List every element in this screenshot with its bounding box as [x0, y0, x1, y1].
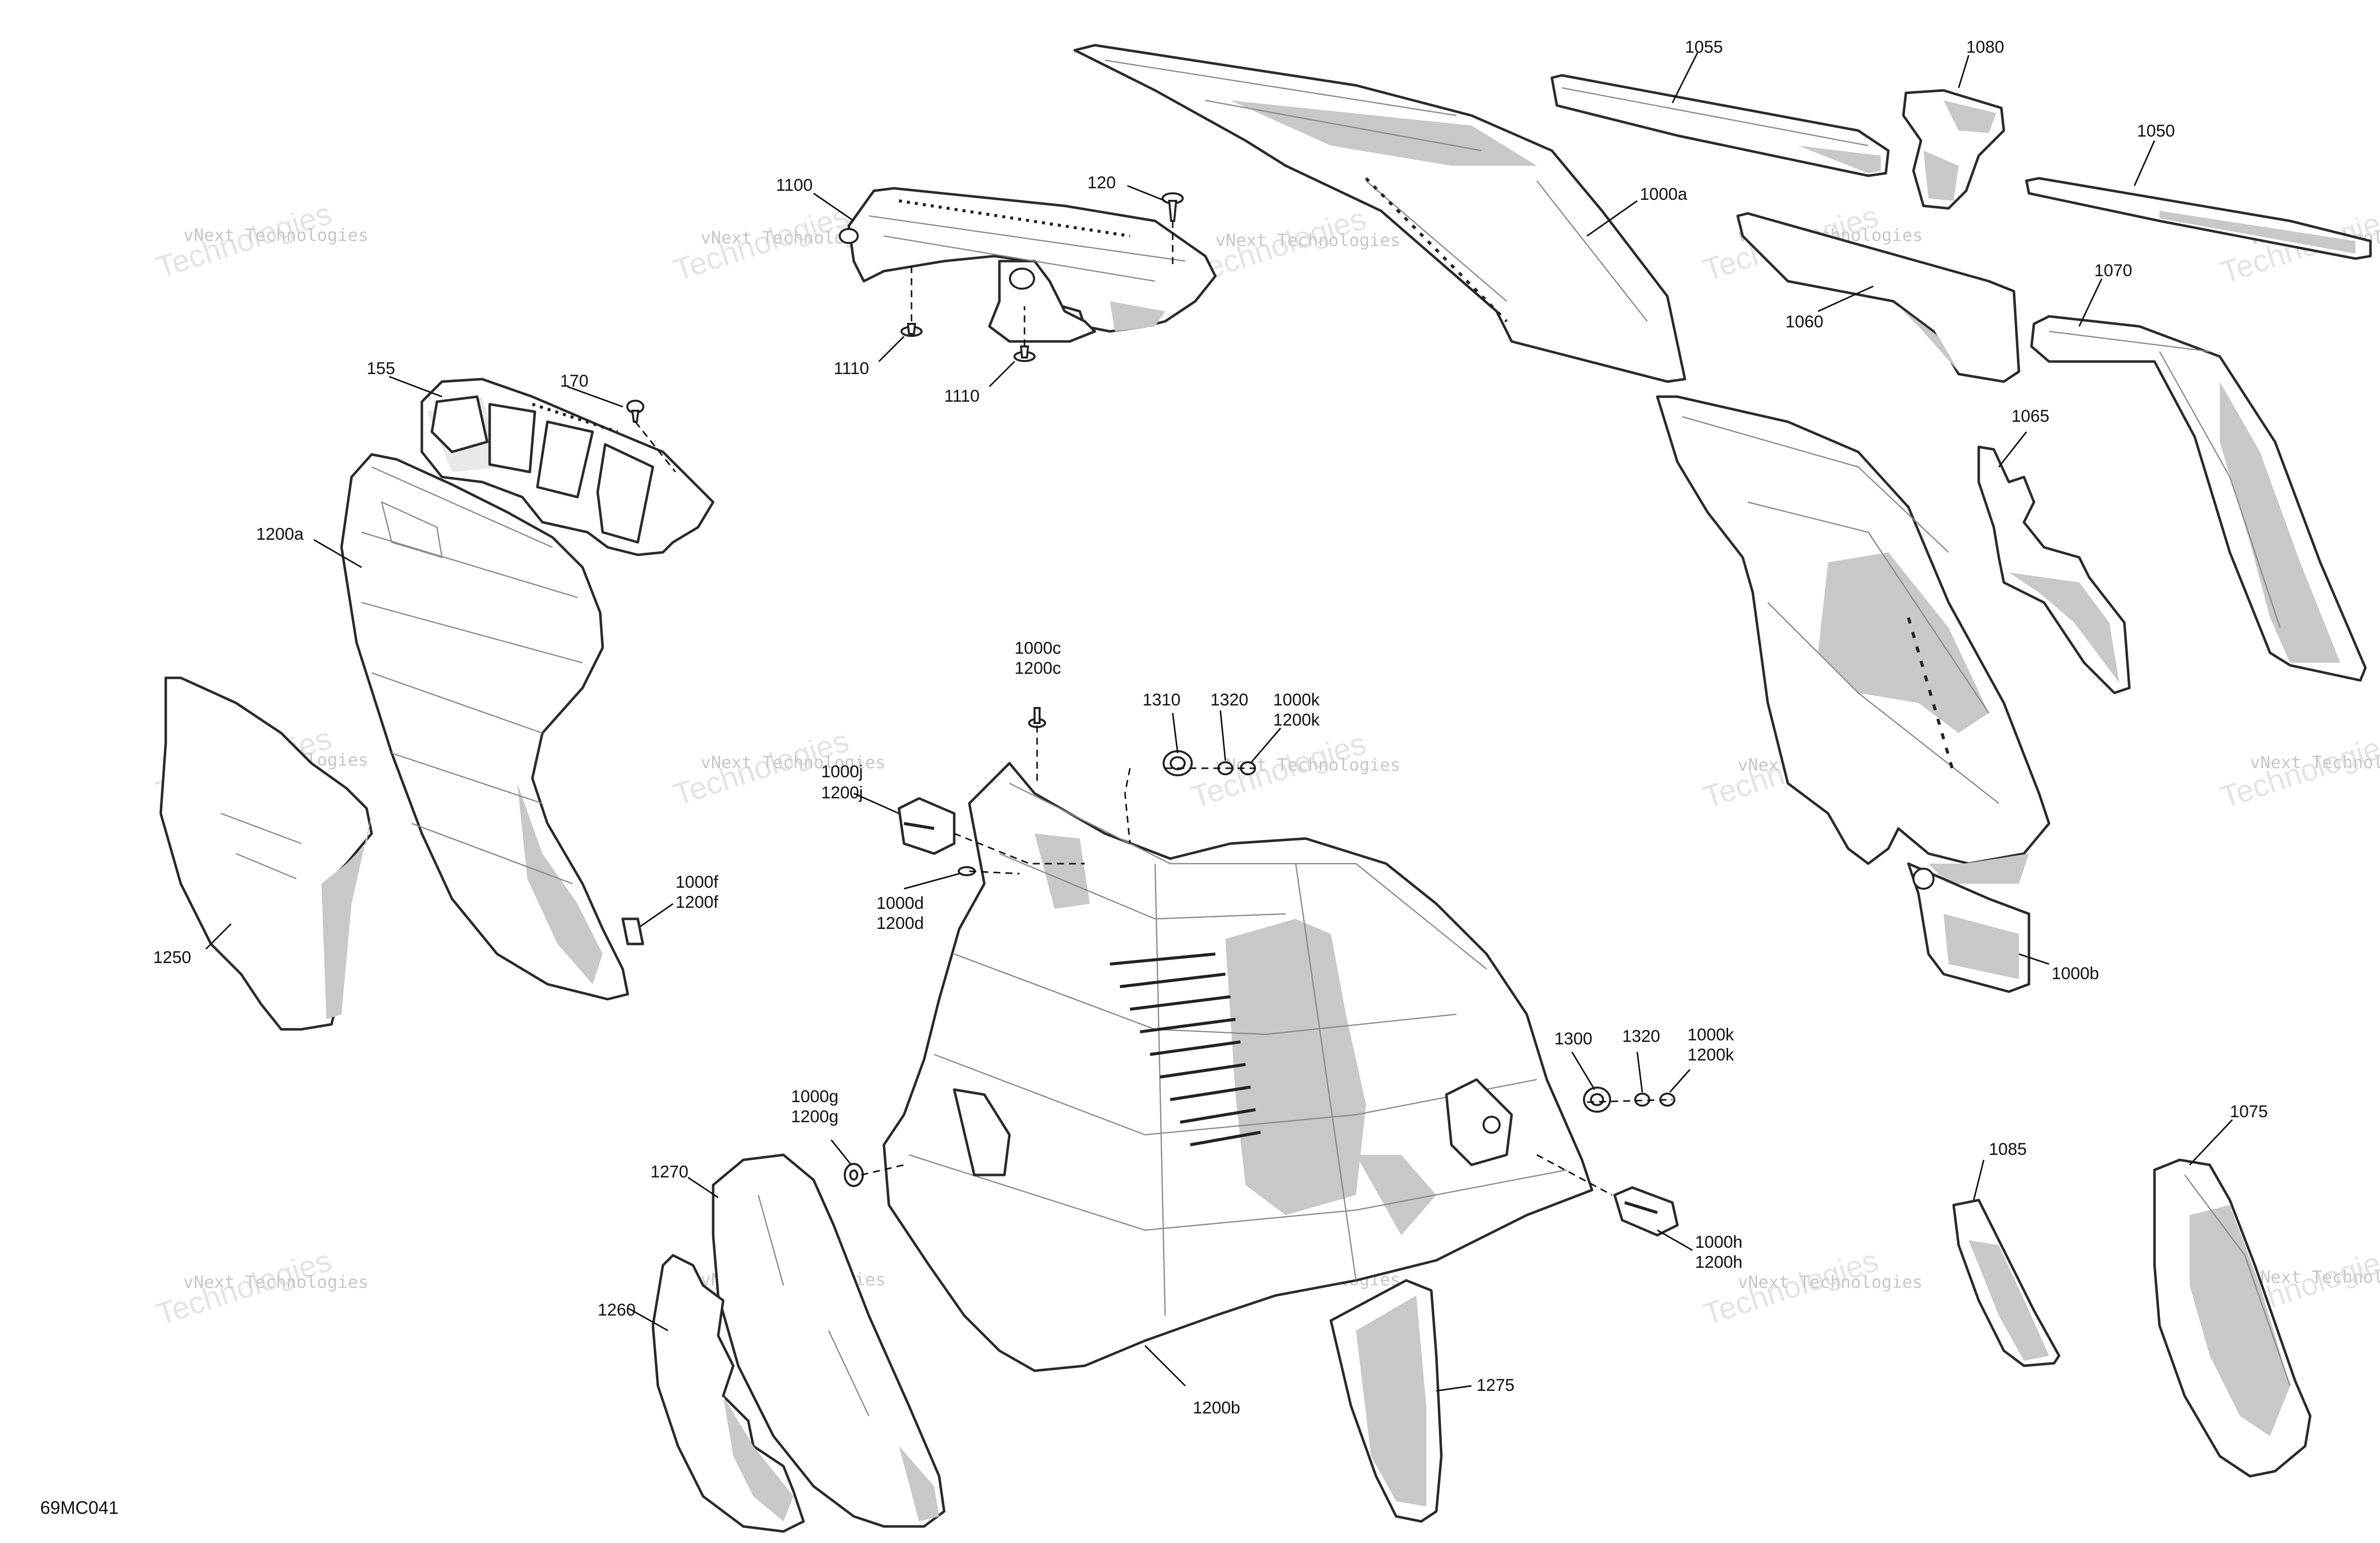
- watermark-text: vNext Technologies: [1215, 230, 1400, 251]
- callout-label: 155: [367, 359, 395, 378]
- part-1000a-upper-side-panel: [1073, 44, 1686, 383]
- leader-lines: [205, 52, 2233, 1392]
- part-1085-block: [1952, 1199, 2061, 1367]
- callout-label: 1200b: [1193, 1398, 1240, 1417]
- callout-label: 1055: [1685, 38, 1723, 57]
- part-1270-lower-cover: [712, 1153, 946, 1528]
- part-1200b-main-center-panel: [882, 762, 1594, 1372]
- part-1050-trim-strip: [2025, 177, 2372, 260]
- watermark-text: vNext Technologies: [183, 1272, 368, 1292]
- watermark-text: vNext Technologies: [701, 753, 885, 773]
- callout-label: 1070: [2094, 261, 2132, 280]
- callout-label: 1200a: [256, 525, 304, 544]
- part-1320-washer-b: [1634, 1093, 1650, 1107]
- watermark: vNext Technologies Technologies: [1187, 201, 1400, 290]
- callout-label: 1000k: [1273, 690, 1320, 709]
- callout-label: 1000a: [1640, 185, 1687, 204]
- callout-label: 1200k: [1687, 1045, 1735, 1064]
- part-1275-lower-panel: [1329, 1279, 1443, 1523]
- callout-labels: 1055 1080 1050 1100 120 1000a 1060 1070 …: [153, 38, 2268, 1417]
- callout-label: 1000g: [791, 1087, 839, 1106]
- callout-label: 1110: [834, 359, 869, 378]
- callout-label: 1200f: [675, 893, 719, 912]
- watermark-text: vNext Technologies: [2250, 1267, 2380, 1287]
- vent-slats: [1109, 953, 1261, 1146]
- callout-label: 1000d: [876, 894, 924, 913]
- callout-label: 1270: [650, 1162, 689, 1181]
- assembly-lines: [634, 221, 1673, 1196]
- callout-label: 1000b: [2052, 964, 2099, 983]
- callout-label: 120: [1087, 173, 1116, 192]
- watermark-text: vNext Technologies: [2250, 753, 2380, 773]
- callout-label: 1260: [598, 1300, 636, 1320]
- part-170-screw: [626, 400, 644, 423]
- part-155-vent-grille: [420, 378, 715, 556]
- part-1070-long-side: [2030, 315, 2367, 682]
- part-1055-long-trim: [1550, 74, 1890, 177]
- part-1065-bracket: [1977, 445, 2131, 694]
- callout-label: 1320: [1622, 1027, 1660, 1046]
- callout-label: 1200c: [1014, 659, 1061, 678]
- part-1100-tail-assembly: [839, 187, 1217, 343]
- part-1000h-connector: [1613, 1186, 1679, 1237]
- callout-label: 1060: [1785, 312, 1824, 331]
- callout-label: 1000j: [821, 762, 863, 781]
- part-1250-lower-left-cover: [159, 676, 373, 1031]
- callout-label: 1200d: [876, 914, 924, 933]
- part-1310-clip: [1163, 750, 1193, 776]
- part-1000c-screw: [1028, 707, 1046, 728]
- callout-label: 1000h: [1695, 1233, 1743, 1252]
- watermark-text: vNext Technologies: [183, 225, 368, 246]
- part-1260-inner-lower-cover: [651, 1254, 805, 1533]
- callout-label: 1310: [1143, 690, 1181, 709]
- callout-label: 1200j: [821, 783, 863, 802]
- callout-label: 170: [560, 372, 589, 391]
- callout-label: 1080: [1966, 38, 2004, 57]
- callout-label: 1250: [153, 948, 191, 967]
- callout-label: 1100: [776, 176, 813, 195]
- part-1110-pushpin-b: [1013, 345, 1036, 362]
- callout-label: 1000f: [675, 873, 719, 892]
- part-120-screw: [1162, 192, 1184, 222]
- watermark: vNext Technologies Technologies: [2216, 726, 2380, 815]
- callout-label: 1200k: [1273, 710, 1320, 730]
- part-1000g-grommet: [844, 1163, 864, 1187]
- callout-label: 1085: [1989, 1140, 2027, 1159]
- callout-label: 1065: [2011, 407, 2050, 426]
- callout-label: 1000k: [1687, 1025, 1735, 1044]
- part-1075-right-lower-cover: [2153, 1158, 2312, 1478]
- part-1200a-left-side-panel: [340, 453, 644, 1001]
- part-1080-block: [1902, 89, 2005, 210]
- watermark: vNext Technologies Technologies: [152, 196, 368, 285]
- callout-label: 1050: [2137, 122, 2175, 141]
- part-1110-pushpin-a: [900, 323, 923, 337]
- callout-label: 1275: [1477, 1376, 1515, 1395]
- part-1300-clip: [1583, 1087, 1611, 1113]
- part-1000j-connector: [897, 797, 956, 855]
- diagram-code: 69MC041: [40, 1497, 119, 1518]
- callout-label: 1320: [1210, 690, 1249, 709]
- watermark-text: Technologies: [2216, 726, 2380, 815]
- part-1060-panel: [1736, 212, 2020, 383]
- watermark: vNext Technologies Technologies: [152, 1243, 368, 1332]
- callout-label: 1200g: [791, 1107, 839, 1126]
- callout-label: 1300: [1554, 1029, 1593, 1048]
- callout-label: 1110: [944, 387, 980, 406]
- part-1000b-right-side-panel: [1656, 395, 2051, 993]
- callout-label: 1200h: [1695, 1253, 1743, 1272]
- callout-label: 1075: [2230, 1102, 2268, 1121]
- callout-label: 1000c: [1014, 639, 1061, 658]
- watermark-text: vNext Technologies: [1738, 1272, 1922, 1292]
